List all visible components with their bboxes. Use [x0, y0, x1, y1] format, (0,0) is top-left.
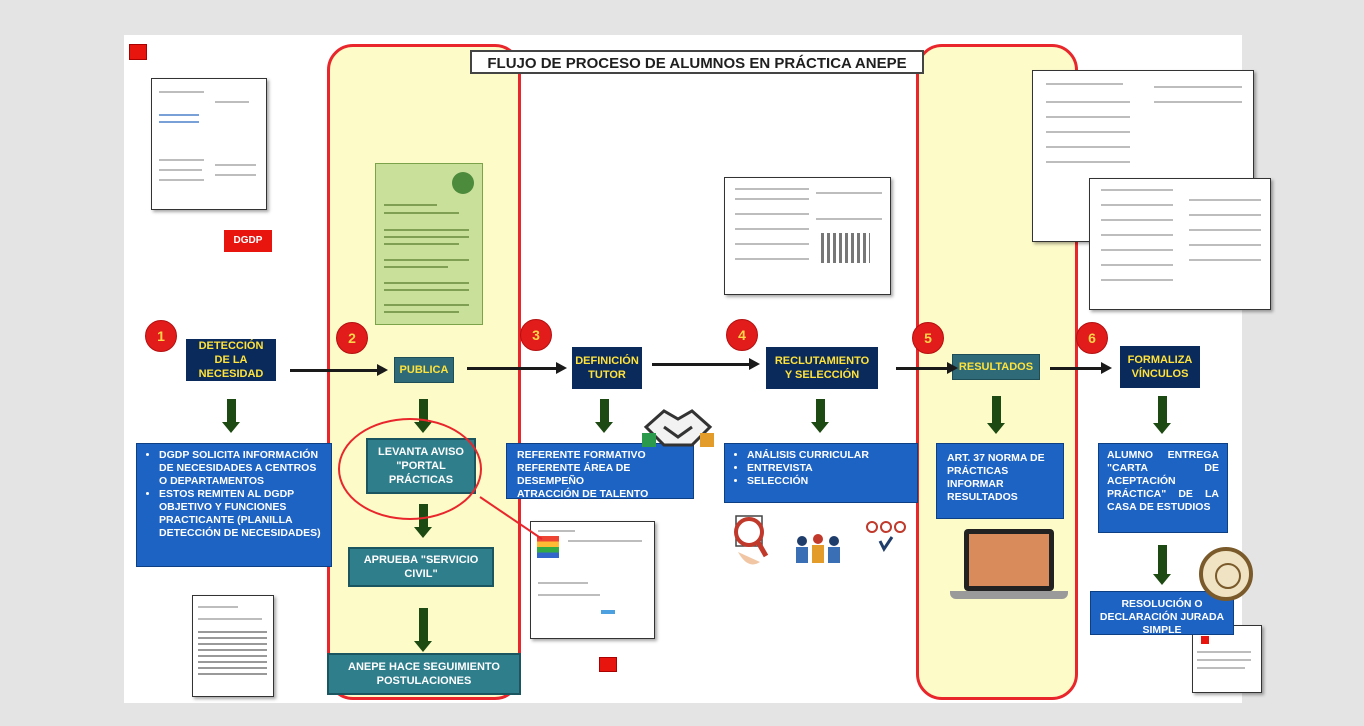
step-formaliza: FORMALIZA VÍNCULOS [1120, 346, 1200, 388]
step-publica: PUBLICA [394, 357, 454, 383]
detail-step6-resolucion: RESOLUCIÓN O DECLARACIÓN JURADA SIMPLE [1090, 591, 1234, 636]
pointer-line [479, 496, 543, 540]
flow-arrow-3-4 [652, 358, 760, 370]
detail-seguimiento: ANEPE HACE SEGUIMIENTO POSTULACIONES [327, 653, 521, 695]
down-arrow-5 [987, 396, 1005, 434]
step-resultados: RESULTADOS [952, 354, 1040, 380]
flow-arrow-4-5 [896, 362, 958, 374]
flow-arrow-2-3 [467, 362, 567, 374]
contract-document-front [1089, 178, 1271, 310]
red-marker-top-left [129, 44, 147, 60]
detail-step3-item: REFERENTE FORMATIVO [517, 449, 646, 461]
step-deteccion: DETECCIÓN DE LA NECESIDAD [186, 339, 276, 381]
planilla-document [192, 595, 274, 697]
candidates-select-icon [866, 521, 906, 552]
team-meeting-icon [796, 534, 840, 563]
detail-step1: DGDP SOLICITA INFORMACIÓN DE NECESIDADES… [136, 443, 332, 567]
flow-arrow-1-2 [290, 364, 388, 376]
aviso-document [375, 163, 483, 325]
down-arrow-4 [811, 399, 829, 433]
detail-step5: ART. 37 NORMA DE PRÁCTICAS INFORMAR RESU… [936, 443, 1064, 519]
resolucion-document [1192, 625, 1262, 693]
down-arrow-6 [1153, 396, 1171, 434]
detail-aprueba-servicio-civil: APRUEBA "SERVICIO CIVIL" [348, 547, 494, 587]
dgdp-label: DGDP [224, 230, 272, 252]
diagram-title: FLUJO DE PROCESO DE ALUMNOS EN PRÁCTICA … [470, 50, 924, 74]
step-number-6: 6 [1076, 322, 1108, 354]
step-number-2: 2 [336, 322, 368, 354]
detail-step4-item: ANÁLISIS CURRICULAR [747, 449, 909, 462]
highlight-ellipse [338, 418, 482, 520]
tutor-document [724, 177, 891, 295]
detail-step4-item: ENTREVISTA [747, 462, 909, 475]
seal-icon [1199, 547, 1253, 601]
document-thumbnail [151, 78, 267, 210]
detail-step3-item: ATRACCIÓN DE TALENTO [517, 488, 649, 500]
detail-step1-item: DGDP SOLICITA INFORMACIÓN DE NECESIDADES… [159, 449, 323, 488]
down-arrow-2c [414, 608, 432, 652]
step-number-3: 3 [520, 319, 552, 351]
step-definicion-tutor: DEFINICIÓN TUTOR [572, 347, 642, 389]
detail-step3: REFERENTE FORMATIVO REFERENTE ÁREA DE DE… [506, 443, 694, 500]
diagram-canvas: FLUJO DE PROCESO DE ALUMNOS EN PRÁCTICA … [124, 35, 1271, 703]
down-arrow-1 [222, 399, 240, 433]
red-marker-bottom [599, 657, 617, 672]
step-number-5: 5 [912, 322, 944, 354]
step-number-1: 1 [145, 320, 177, 352]
magnifier-cv-icon [734, 515, 769, 565]
handshake-icon [642, 409, 714, 447]
flow-arrow-5-6 [1050, 362, 1112, 374]
detail-step1-item: ESTOS REMITEN AL DGDP OBJETIVO Y FUNCION… [159, 488, 323, 540]
detail-step4-item: SELECCIÓN [747, 475, 909, 488]
detail-step3-item: REFERENTE ÁREA DE DESEMPEÑO [517, 462, 631, 487]
step-number-4: 4 [726, 319, 758, 351]
laptop-icon [964, 529, 1054, 591]
detail-step6-carta: ALUMNO ENTREGA "CARTA DE ACEPTACIÓN PRÁC… [1098, 443, 1228, 533]
portal-screenshot [530, 521, 655, 639]
step-reclutamiento: RECLUTAMIENTO Y SELECCIÓN [766, 347, 878, 389]
detail-step4: ANÁLISIS CURRICULAR ENTREVISTA SELECCIÓN [724, 443, 918, 503]
down-arrow-3 [595, 399, 613, 433]
laptop-base [950, 591, 1068, 599]
down-arrow-6b [1153, 545, 1171, 585]
